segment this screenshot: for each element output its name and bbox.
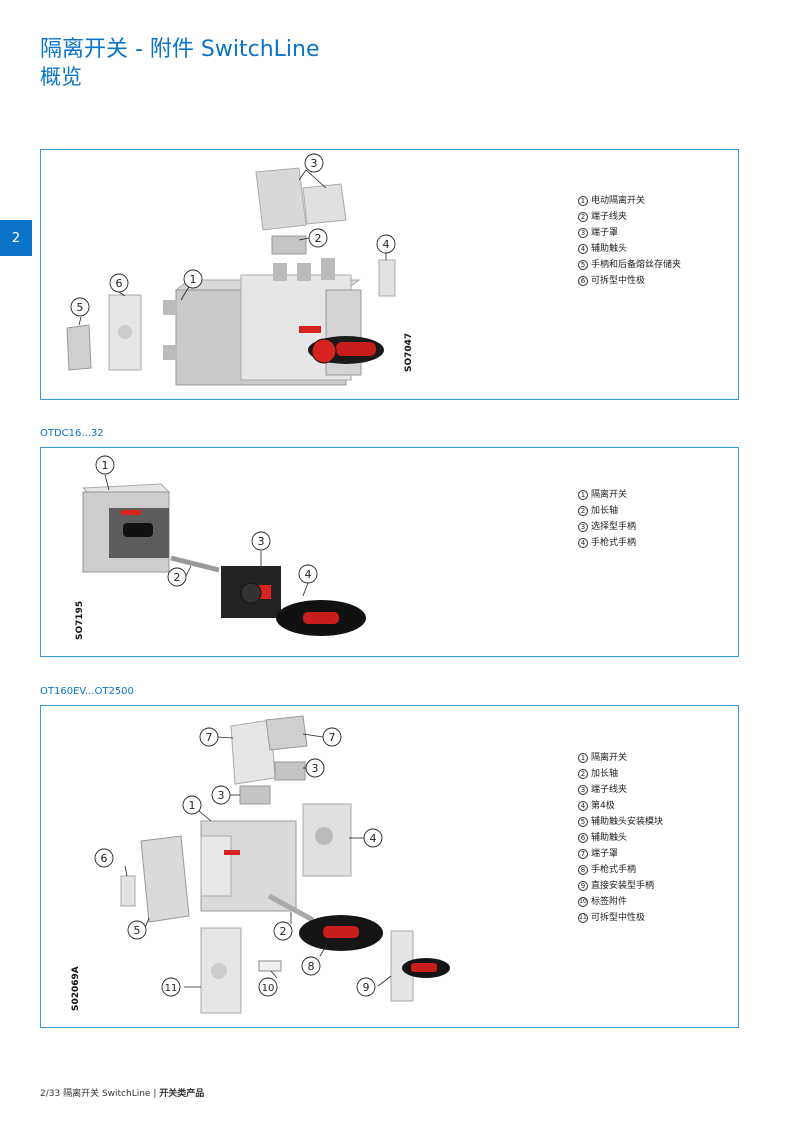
page-footer: 2/33 隔离开关 SwitchLine | 开关类产品 <box>40 1086 204 1099</box>
page-number: 2/33 <box>40 1089 61 1099</box>
callout-2: 2 <box>280 925 287 938</box>
page-subtitle: 概览 <box>40 65 82 89</box>
chapter-tab[interactable]: 2 <box>0 220 32 256</box>
callout-5: 5 <box>77 301 84 314</box>
figure-code: SO7195 <box>75 600 85 640</box>
footer-separator: | <box>153 1089 157 1099</box>
callout-6: 6 <box>101 852 108 865</box>
callout-1: 1 <box>190 273 197 286</box>
callout-4: 4 <box>383 238 390 251</box>
isolator-switch-image <box>200 820 297 912</box>
callout-6: 6 <box>116 277 123 290</box>
pistol-handle-image <box>276 600 366 636</box>
callout-7: 7 <box>206 731 213 744</box>
extension-shaft-image <box>267 893 315 923</box>
neutral-pole-image <box>108 294 142 371</box>
callout-10: 10 <box>262 983 275 994</box>
callout-4: 4 <box>305 568 312 581</box>
label-accessory-image <box>258 960 282 972</box>
terminal-clamps-image <box>271 235 307 255</box>
section-label: OT160EV...OT2500 <box>40 686 134 697</box>
callout-1: 1 <box>189 799 196 812</box>
callout-9: 9 <box>363 981 370 994</box>
callout-7: 7 <box>329 731 336 744</box>
handle-fuse-clip-image <box>66 324 92 371</box>
figure-code: S02069A <box>71 966 81 1011</box>
callout-5: 5 <box>134 924 141 937</box>
callout-11: 11 <box>165 983 178 994</box>
terminal-shrouds-image <box>230 715 308 785</box>
neutral-pole-image <box>200 927 242 1014</box>
category-name: 开关类产品 <box>159 1089 205 1099</box>
selector-handle-image <box>221 566 281 618</box>
pistol-handle-image <box>299 915 383 951</box>
isolator-switch-image <box>81 483 171 573</box>
callout-3: 3 <box>258 535 265 548</box>
section-3-illustration: 7 7 3 3 1 4 6 5 2 8 11 10 9 <box>94 715 450 1014</box>
callout-1: 1 <box>102 459 109 472</box>
extension-shaft-image <box>170 555 220 573</box>
auxiliary-contact-image <box>378 259 396 297</box>
section-1-illustration: 3 2 4 1 6 5 <box>66 153 396 386</box>
product-name: 隔离开关 SwitchLine <box>63 1089 151 1099</box>
callout-2: 2 <box>174 571 181 584</box>
callout-3: 3 <box>312 762 319 775</box>
callout-8: 8 <box>308 960 315 973</box>
section-label: OTDC16...32 <box>40 428 104 439</box>
aux-contact-image <box>120 875 136 907</box>
figure-code: SO7047 <box>404 332 414 372</box>
terminal-shrouds-image <box>255 167 347 231</box>
aux-contact-module-image <box>140 835 190 923</box>
callout-2: 2 <box>315 232 322 245</box>
callout-3: 3 <box>311 157 318 170</box>
page-title: 隔离开关 - 附件 SwitchLine <box>40 37 320 62</box>
fourth-pole-image <box>302 803 352 877</box>
direct-mount-handle-image <box>390 930 450 1002</box>
callout-4: 4 <box>370 832 377 845</box>
motorized-switch-image <box>163 258 384 386</box>
section-2-illustration: 1 2 3 4 <box>81 455 366 636</box>
callout-3: 3 <box>218 789 225 802</box>
